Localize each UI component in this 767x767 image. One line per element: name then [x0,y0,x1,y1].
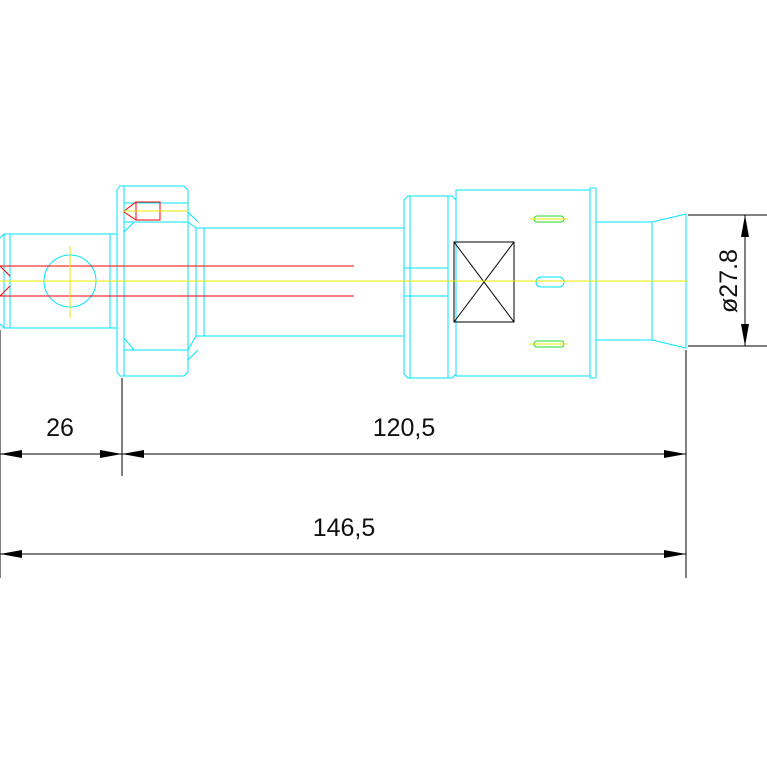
dim-left-length: 26 [46,414,74,442]
dim-overall-length: 146,5 [313,514,376,542]
part-outline [0,185,687,379]
centerlines [0,210,688,318]
pin-middle [535,276,565,288]
pin-top [530,215,568,223]
dimensions: 26 120,5 146,5 ø27.8 [0,214,767,578]
hidden-bore [0,201,354,297]
dim-diameter: ø27.8 [715,249,743,313]
dim-right-length: 120,5 [373,414,436,442]
pin-bottom [530,340,568,348]
